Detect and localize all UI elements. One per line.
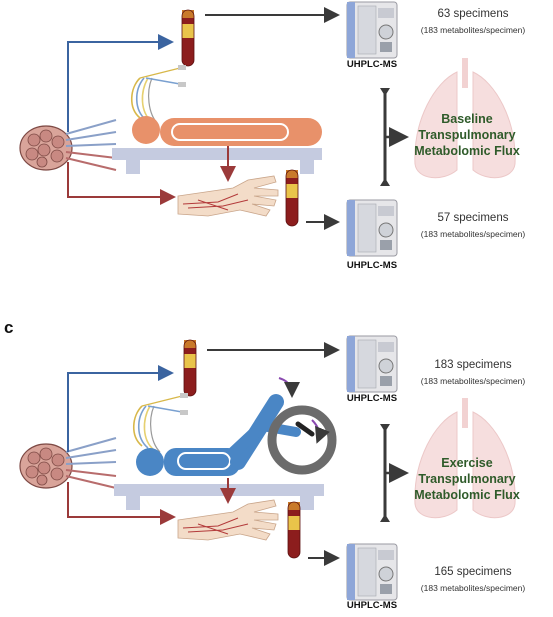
bottom-specimen-count: 57 specimens	[437, 212, 509, 224]
bottom-metabolites-note: (183 metabolites/specimen)	[420, 583, 526, 593]
top-metabolites-note: (183 metabolites/specimen)	[420, 376, 526, 386]
flux-title-line1: Exercise	[441, 456, 493, 470]
blood-tube-icon	[183, 339, 197, 397]
bottom-instrument-label: UHPLC-MS	[346, 600, 398, 611]
top-instrument-label: UHPLC-MS	[346, 59, 398, 70]
flux-title-line2: Transpulmonary	[418, 472, 516, 486]
ms-instrument-icon	[346, 335, 398, 393]
blood-tube-icon	[181, 9, 195, 67]
flux-title-line3: Metabolomic Flux	[414, 144, 520, 158]
top-specimen-count: 63 specimens	[437, 8, 509, 20]
panel-exercise	[19, 335, 516, 601]
hand-icon	[177, 499, 279, 541]
patient-exercising	[114, 394, 324, 510]
top-metabolites-note: (183 metabolites/specimen)	[420, 25, 526, 35]
top-specimen-count: 183 specimens	[434, 359, 512, 371]
vein-arrow	[67, 34, 174, 132]
artery-arrow	[67, 482, 176, 525]
top-instrument-label: UHPLC-MS	[346, 393, 398, 404]
bracket-connector	[380, 88, 409, 186]
patient-supine	[112, 116, 322, 174]
blood-tube-icon	[287, 501, 301, 559]
bottom-instrument-label: UHPLC-MS	[346, 260, 398, 271]
vein-arrow	[67, 365, 174, 452]
flux-title-line3: Metabolomic Flux	[414, 488, 520, 502]
cycle-ergometer-icon	[267, 377, 337, 475]
blood-tube-icon	[285, 169, 299, 227]
bottom-metabolites-note: (183 metabolites/specimen)	[420, 229, 526, 239]
hand-icon	[177, 175, 279, 217]
ms-instrument-icon	[346, 543, 398, 601]
catheter-lines-icon	[130, 64, 187, 125]
panel-label: c	[4, 318, 14, 337]
flux-title-line1: Baseline	[441, 112, 493, 126]
panel-baseline	[19, 1, 516, 257]
artery-arrow	[67, 162, 176, 205]
bracket-connector	[380, 424, 409, 522]
bottom-specimen-count: 165 specimens	[434, 566, 512, 578]
ms-instrument-icon	[346, 1, 398, 59]
catheter-lines-icon	[132, 392, 189, 453]
flux-title-line2: Transpulmonary	[418, 128, 516, 142]
ms-instrument-icon	[346, 199, 398, 257]
